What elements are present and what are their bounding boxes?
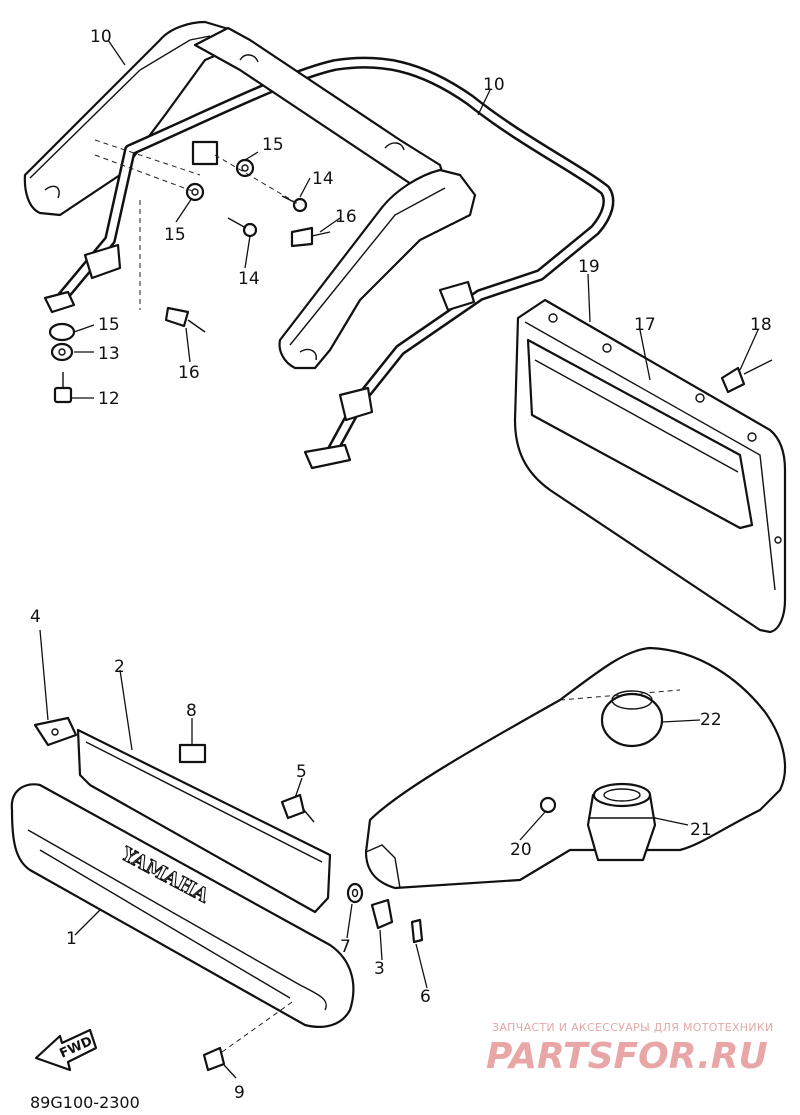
callout-15: 15: [164, 225, 186, 245]
callout-11: 10: [90, 27, 112, 47]
part-22-cap: [600, 690, 664, 748]
callout-17: 17: [634, 315, 656, 335]
part-9-screw: [202, 999, 296, 1072]
callout-22: 22: [700, 710, 722, 730]
callout-3: 3: [374, 959, 385, 979]
fuel-tank: [364, 646, 787, 890]
part-11-right-pad: [278, 168, 477, 370]
callout-6: 6: [420, 987, 431, 1007]
callout-9: 9: [234, 1083, 245, 1103]
part-3-clamp: [370, 898, 394, 930]
part-7-washer: [346, 882, 364, 904]
part-8-label: [178, 743, 207, 764]
fwd-arrow: FWD: [34, 1028, 98, 1072]
callout-16: 16: [335, 207, 357, 227]
watermark-brand: PARTSFOR.RU: [486, 1036, 768, 1077]
callout-14: 14: [312, 169, 334, 189]
watermark-tagline: ЗАПЧАСТИ И АКСЕССУАРЫ ДЛЯ МОТОТЕХНИКИ: [492, 1021, 774, 1034]
callout-4: 4: [30, 607, 41, 627]
part-21-grommet: [539, 796, 557, 814]
part-4-bracket: [33, 716, 78, 747]
callout-14: 14: [238, 269, 260, 289]
diagram-code: 89G100-2300: [30, 1093, 140, 1112]
part-17-19-mudflap: [513, 298, 787, 634]
part-6-clip: [410, 918, 424, 944]
part-20-filler: [586, 782, 657, 862]
callout-8: 8: [186, 701, 197, 721]
callout-5: 5: [296, 762, 307, 782]
callout-21: 20: [510, 840, 532, 860]
part-5-clip: [280, 793, 315, 823]
callout-15: 15: [262, 135, 284, 155]
part-11-left-pad: [23, 20, 242, 217]
callout-10: 10: [483, 75, 505, 95]
callout-2: 2: [114, 657, 125, 677]
bracket-plate: [191, 26, 447, 192]
part-10-grab-bar: [43, 56, 615, 470]
callout-13: 13: [98, 344, 120, 364]
leader-lines: [39, 39, 759, 1079]
callout-7: 7: [340, 937, 351, 957]
part-1-garnish: YAMAHA: [10, 783, 355, 1028]
part-18-screw: [720, 359, 773, 394]
callout-1: 1: [66, 929, 77, 949]
callout-16: 16: [178, 363, 200, 383]
callout-12: 12: [98, 389, 120, 409]
callout-15: 15: [98, 315, 120, 335]
callout-18: 18: [750, 315, 772, 335]
part-2-plate: [76, 728, 332, 914]
callout-20: 21: [690, 820, 712, 840]
watermark: ЗАПЧАСТИ И АКСЕССУАРЫ ДЛЯ МОТОТЕХНИКИ PA…: [486, 1021, 774, 1077]
callout-19: 19: [578, 257, 600, 277]
callout-numbers: 10 10 15 14 15 16 14 15 13 12 16 19 17 1…: [30, 27, 772, 1103]
